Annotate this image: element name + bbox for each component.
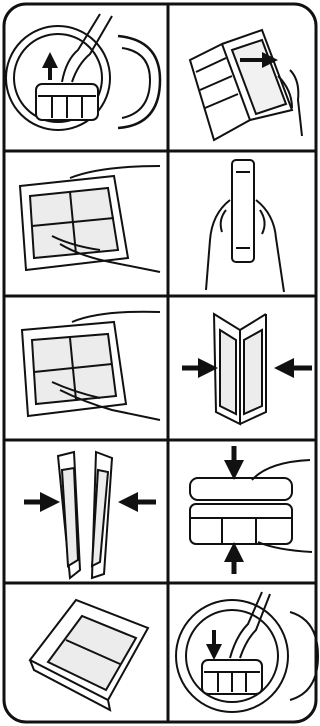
step-8-press-closed-icon (190, 446, 312, 574)
step-1-remove-filter-icon (6, 14, 160, 130)
step-4-clean-frame-icon (206, 160, 284, 292)
step-10-insert-filter-icon (176, 592, 318, 712)
step-7-fold-filter-icon (24, 452, 156, 578)
step-6-close-filter-icon (182, 314, 312, 424)
step-5-clean-inner-mesh-icon (22, 312, 160, 420)
step-9-filter-closed-icon (30, 600, 148, 710)
step-3-clean-filter-icon (20, 166, 160, 272)
step-2-open-filter-icon (190, 30, 302, 140)
